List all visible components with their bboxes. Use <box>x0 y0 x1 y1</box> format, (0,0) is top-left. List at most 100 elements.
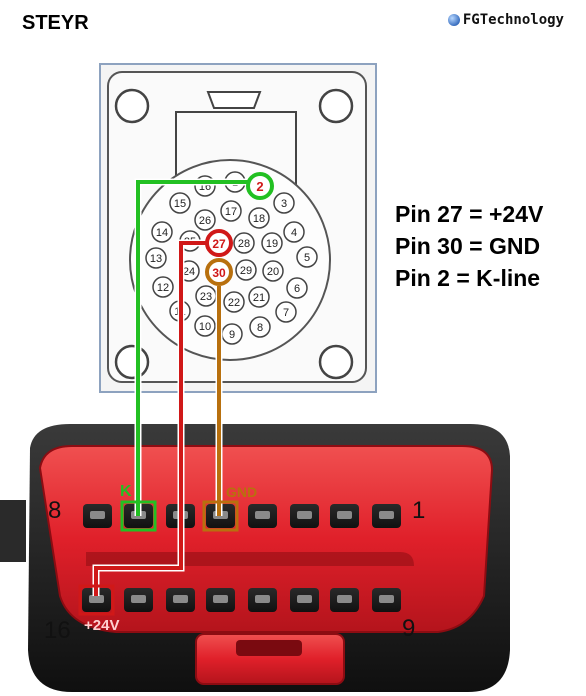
pin-k-line-label: 2 <box>256 179 263 194</box>
connector-pin-circle <box>248 207 270 229</box>
legend-ground: Pin 30 = GND <box>395 233 541 259</box>
obd-contact-slot <box>124 588 153 612</box>
connector-pin: 26 <box>194 209 216 231</box>
obd-divider <box>86 552 414 566</box>
legend-power: Pin 27 = +24V <box>395 201 544 227</box>
obd-contact-slot <box>330 588 359 612</box>
connector-pin: 5 <box>296 246 318 268</box>
k-line-wire <box>134 178 251 516</box>
connector-pin-circle <box>223 291 245 313</box>
connector-pin: 3 <box>273 192 295 214</box>
connector-pin: 7 <box>275 301 297 323</box>
mount-hole <box>318 344 354 380</box>
connector-pin: 10 <box>194 315 216 337</box>
connector-pin: 23 <box>195 285 217 307</box>
connector-pin-circle <box>194 315 216 337</box>
connector-pin-label: 5 <box>304 252 310 264</box>
obd-contact-slot <box>82 588 111 612</box>
obd-pwr-pin-box <box>78 584 115 616</box>
obd-contact-slot <box>83 504 112 528</box>
obd-pin-8-number: 8 <box>48 497 61 524</box>
connector-pin-label: 4 <box>291 227 297 239</box>
connector-pin: 20 <box>262 260 284 282</box>
connector-pin-label: 19 <box>266 238 278 250</box>
connector-pin-circle <box>261 232 283 254</box>
connector-pin: 12 <box>152 276 174 298</box>
connector-pin-circle <box>152 276 174 298</box>
obd-contact-slot <box>206 588 235 612</box>
connector-pin-label: 12 <box>157 282 169 294</box>
connector-pin-circle <box>151 221 173 243</box>
obd-pin-1-number: 1 <box>412 497 425 524</box>
connector-pin-label: 21 <box>253 292 265 304</box>
connector-pin-circle <box>194 209 216 231</box>
legend-k-line: Pin 2 = K-line <box>395 265 541 291</box>
obd-contact-slot <box>330 504 359 528</box>
connector-pin: 13 <box>145 247 167 269</box>
connector-pin-circle <box>248 286 270 308</box>
connector-pin-label: 28 <box>238 238 250 250</box>
connector-pin-label: 7 <box>283 307 289 319</box>
connector-pin-label: 6 <box>294 283 300 295</box>
obd-slots <box>82 504 401 612</box>
obd-k-pin-box <box>120 500 157 532</box>
connector-pin-label: 13 <box>150 253 162 265</box>
obd-face <box>38 445 494 633</box>
key-notch <box>206 91 262 109</box>
pin-ground-label: 30 <box>212 266 226 280</box>
pin-legend: Pin 27 = +24V Pin 30 = GND Pin 2 = K-lin… <box>395 198 543 294</box>
globe-icon <box>447 14 460 26</box>
obd-contact-slot <box>372 504 401 528</box>
connector-pin: 17 <box>220 200 242 222</box>
connector-pin-label: 29 <box>240 265 252 277</box>
obd-k-label: K <box>120 483 132 500</box>
connector-pin-circle <box>273 192 295 214</box>
connector-pin: 21 <box>248 286 270 308</box>
connector-pin-label: 20 <box>267 266 279 278</box>
connector-pin-label: 17 <box>225 206 237 218</box>
connector-pin-label: 10 <box>199 321 211 333</box>
connector-pin: 8 <box>249 316 271 338</box>
connector-pin-circle <box>169 192 191 214</box>
connector-pin-circle <box>235 259 257 281</box>
obd-cable <box>0 500 26 562</box>
connector-pin-label: 9 <box>229 329 235 341</box>
obd-pin-9-number: 9 <box>402 615 415 642</box>
obd-latch <box>195 633 345 685</box>
obd-pwr-label: +24V <box>84 617 119 634</box>
connector-pin: 9 <box>221 323 243 345</box>
connector-pin: 14 <box>151 221 173 243</box>
connector-pin-label: 22 <box>228 297 240 309</box>
connector-pin-label: 23 <box>200 291 212 303</box>
connector-pin-label: 26 <box>199 215 211 227</box>
connector-pin-circle <box>145 247 167 269</box>
obd-contact-slot <box>248 504 277 528</box>
obd-gnd-label: GND <box>226 484 257 500</box>
connector-pin-label: 18 <box>253 213 265 225</box>
obd-contact-slot <box>248 588 277 612</box>
connector-pin-circle <box>286 277 308 299</box>
highlighted-pin-power: 27 <box>205 229 233 257</box>
connector-pin-circle <box>233 232 255 254</box>
connector-pin-label: 3 <box>281 198 287 210</box>
obd-gnd-pin-box <box>202 500 239 532</box>
connector-pin-circle <box>249 316 271 338</box>
connector-shroud <box>175 111 297 236</box>
power-wire <box>92 239 208 596</box>
connector-pin: 19 <box>261 232 283 254</box>
brand-title: STEYR <box>22 12 89 34</box>
logo: FGTechnology <box>447 12 564 28</box>
connector-pin: 18 <box>248 207 270 229</box>
mount-hole <box>114 344 150 380</box>
wires <box>92 178 251 596</box>
connector-pin: 28 <box>233 232 255 254</box>
obd-latch-groove <box>236 640 302 656</box>
mount-hole <box>114 88 150 124</box>
mount-hole <box>318 88 354 124</box>
connector-pin-label: 14 <box>156 227 168 239</box>
obd-contact-slot <box>290 588 319 612</box>
connector-pin-label: 24 <box>183 266 195 278</box>
connector-pin: 4 <box>283 221 305 243</box>
connector-pin-circle <box>275 301 297 323</box>
